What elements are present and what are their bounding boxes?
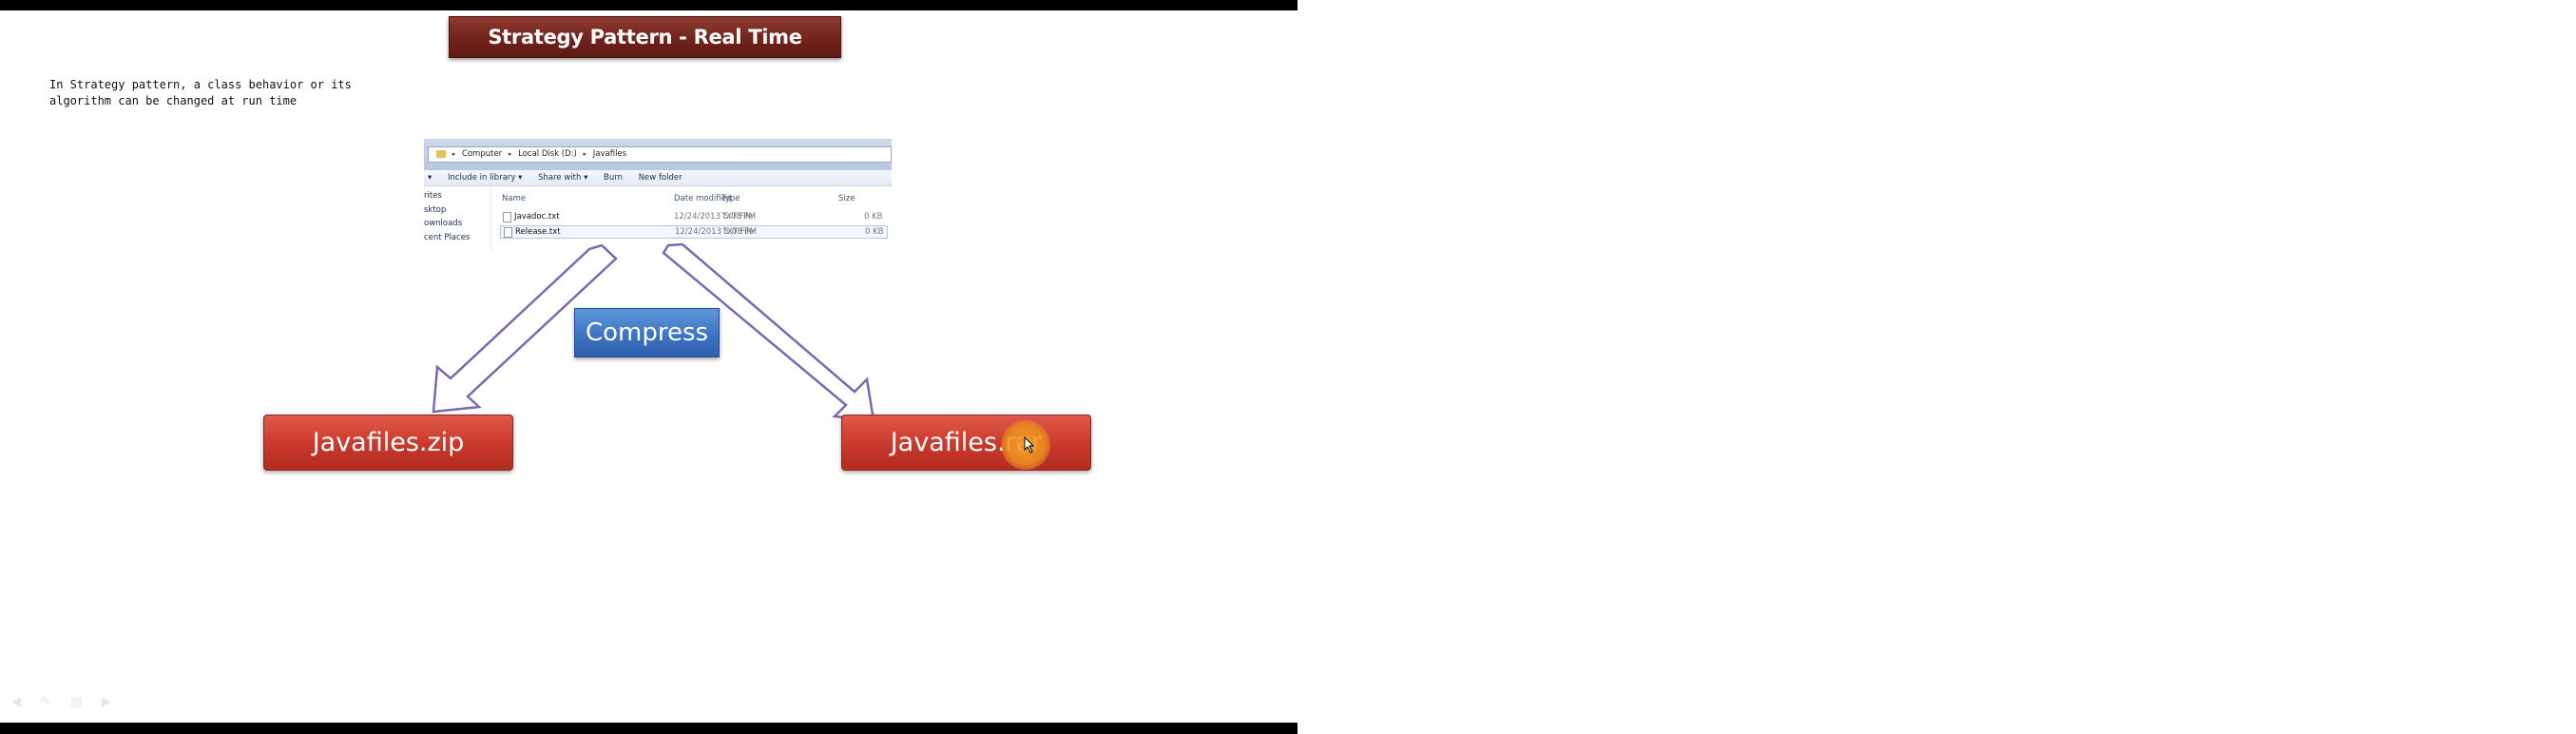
nav-item: ownloads (424, 219, 463, 228)
left-arrow (432, 243, 618, 414)
file-name: Javadoc.txt (514, 212, 560, 222)
folder-icon (436, 149, 446, 158)
description-line: In Strategy pattern, a class behavior or… (49, 78, 352, 91)
nav-item: rites (424, 191, 442, 201)
toolbar-overflow-icon: ▾ (428, 173, 433, 183)
explorer-screenshot: ▸ Computer ▸ Local Disk (D:) ▸ Javafiles… (424, 139, 892, 251)
file-size: 0 KB (864, 212, 883, 222)
back-icon[interactable]: ◀ (11, 694, 21, 708)
file-name: Release.txt (515, 227, 561, 237)
toolbar-include-in-library: Include in library ▾ (447, 173, 523, 183)
file-icon (503, 212, 511, 222)
explorer-toolbar: ▾ Include in library ▾ Share with ▾ Burn… (424, 170, 892, 186)
slide-title: Strategy Pattern - Real Time Example (449, 16, 841, 88)
nav-item: sktop (424, 204, 447, 215)
column-header-name: Name (502, 194, 527, 203)
column-header-type: Type (721, 194, 740, 203)
navigation-pane: rites sktop ownloads cent Places (424, 186, 491, 251)
file-date: 12/24/2013 5:08 PM (674, 212, 756, 222)
slide: Strategy Pattern - Real Time Example In … (0, 0, 1298, 734)
column-header-size: Size (838, 194, 855, 203)
slides-icon[interactable]: ▤ (70, 694, 83, 708)
slideshow-controls: ◀ ✎ ▤ ▶ (11, 694, 127, 709)
compress-button: Compress (574, 308, 720, 357)
cursor-icon (1024, 436, 1035, 454)
file-icon (504, 227, 512, 238)
file-size: 0 KB (865, 227, 884, 237)
file-date: 12/24/2013 5:08 PM (675, 227, 757, 237)
file-row: Release.txt 12/24/2013 5:08 PM TXT File … (500, 225, 888, 239)
forward-icon[interactable]: ▶ (102, 694, 112, 708)
file-type: TXT File (721, 212, 753, 222)
diagram-arrows (432, 242, 875, 422)
breadcrumb-drive: Local Disk (D:) (518, 149, 577, 159)
pen-icon[interactable]: ✎ (40, 694, 51, 708)
address-bar: ▸ Computer ▸ Local Disk (D:) ▸ Javafiles (428, 146, 892, 163)
chevron-right-icon: ▸ (583, 150, 587, 158)
nav-item: cent Places (424, 232, 471, 242)
breadcrumb-computer: Computer (461, 149, 503, 159)
toolbar-new-folder: New folder (638, 173, 682, 183)
description-line: algorithm can be changed at run time (49, 94, 298, 107)
chevron-right-icon: ▸ (508, 150, 512, 158)
column-header-date: Date modified (674, 194, 732, 203)
toolbar-share-with: Share with ▾ (538, 173, 588, 183)
file-type: TXT File (722, 227, 754, 237)
zip-output-button: Javafiles.zip (263, 415, 513, 471)
rar-output-button: Javafiles.rar (841, 415, 1091, 471)
chevron-right-icon: ▸ (452, 150, 456, 158)
bottom-letterbox-bar (0, 723, 1298, 734)
toolbar-burn: Burn (604, 173, 623, 183)
file-row: Javadoc.txt 12/24/2013 5:08 PM TXT File … (500, 211, 886, 222)
breadcrumb-folder: Javafiles (592, 149, 627, 159)
slide-description: In Strategy pattern, a class behavior or… (49, 77, 392, 109)
top-letterbox-bar (0, 0, 1298, 10)
